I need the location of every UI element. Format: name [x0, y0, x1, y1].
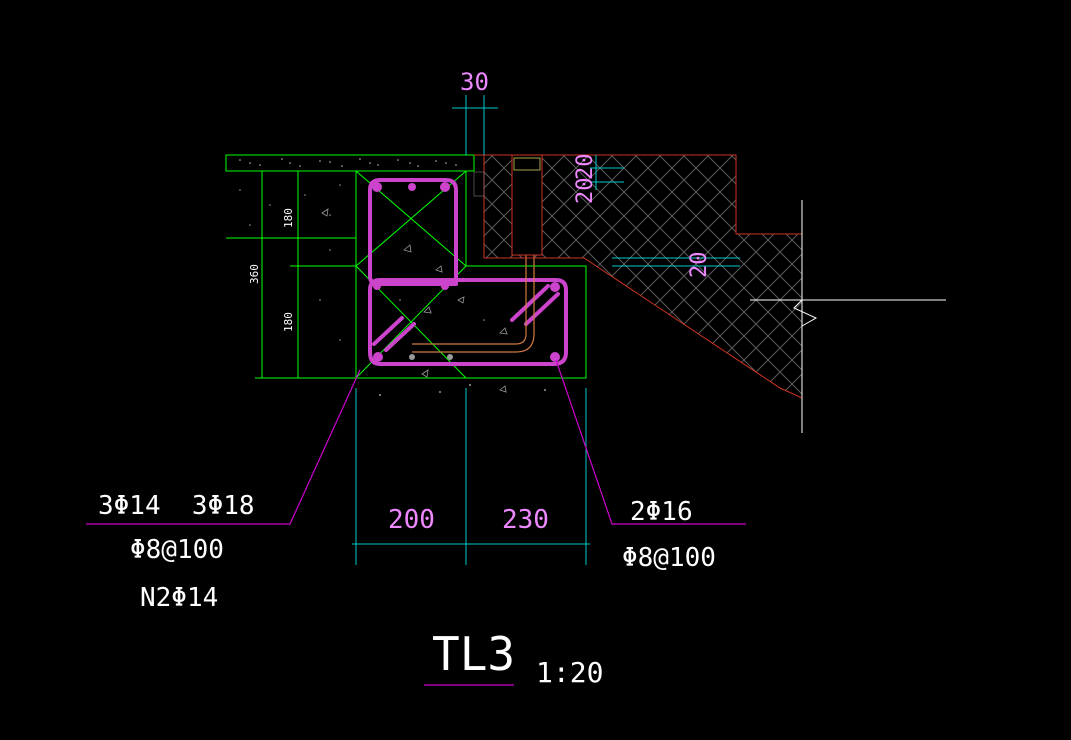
- dim-upper-height: 180: [282, 208, 295, 228]
- drawing-scale: 1:20: [536, 656, 603, 689]
- stair-section: [473, 154, 803, 399]
- drawing-title: TL3: [432, 627, 515, 681]
- dim-step-20-c: 20: [687, 252, 712, 279]
- dim-step-20-b: 20: [573, 178, 598, 205]
- stirrup-upper: [368, 178, 458, 286]
- rebar-right-line1: 2Φ16: [630, 497, 693, 527]
- rebar-right-line2: Φ8@100: [622, 543, 716, 573]
- rebar-left-line2: Φ8@100: [130, 535, 224, 565]
- rebar-cage: [368, 178, 568, 366]
- rebar-left-line3: N2Φ14: [140, 583, 218, 613]
- slab-top-strip: [225, 154, 475, 172]
- dim-beam-width-right: 230: [502, 505, 549, 535]
- rebar-left-line1: 3Φ14 3Φ18: [98, 491, 255, 521]
- stirrup-lower: [368, 278, 568, 366]
- rebar-bars: [372, 182, 560, 362]
- dim-beam-width-left: 200: [388, 505, 435, 535]
- dim-step-20-a: 20: [573, 154, 598, 181]
- left-wall: [226, 184, 356, 341]
- dim-total-height: 360: [248, 264, 261, 284]
- dim-top-gap: 30: [460, 68, 489, 96]
- dimension-lines: [352, 95, 740, 565]
- concrete-dots: [379, 299, 546, 396]
- leader-lines: [86, 359, 746, 525]
- dim-lower-height: 180: [282, 312, 295, 332]
- concrete-aggregate: [403, 244, 508, 393]
- dimension-lines-vertical: [255, 170, 356, 379]
- break-line: [750, 200, 946, 433]
